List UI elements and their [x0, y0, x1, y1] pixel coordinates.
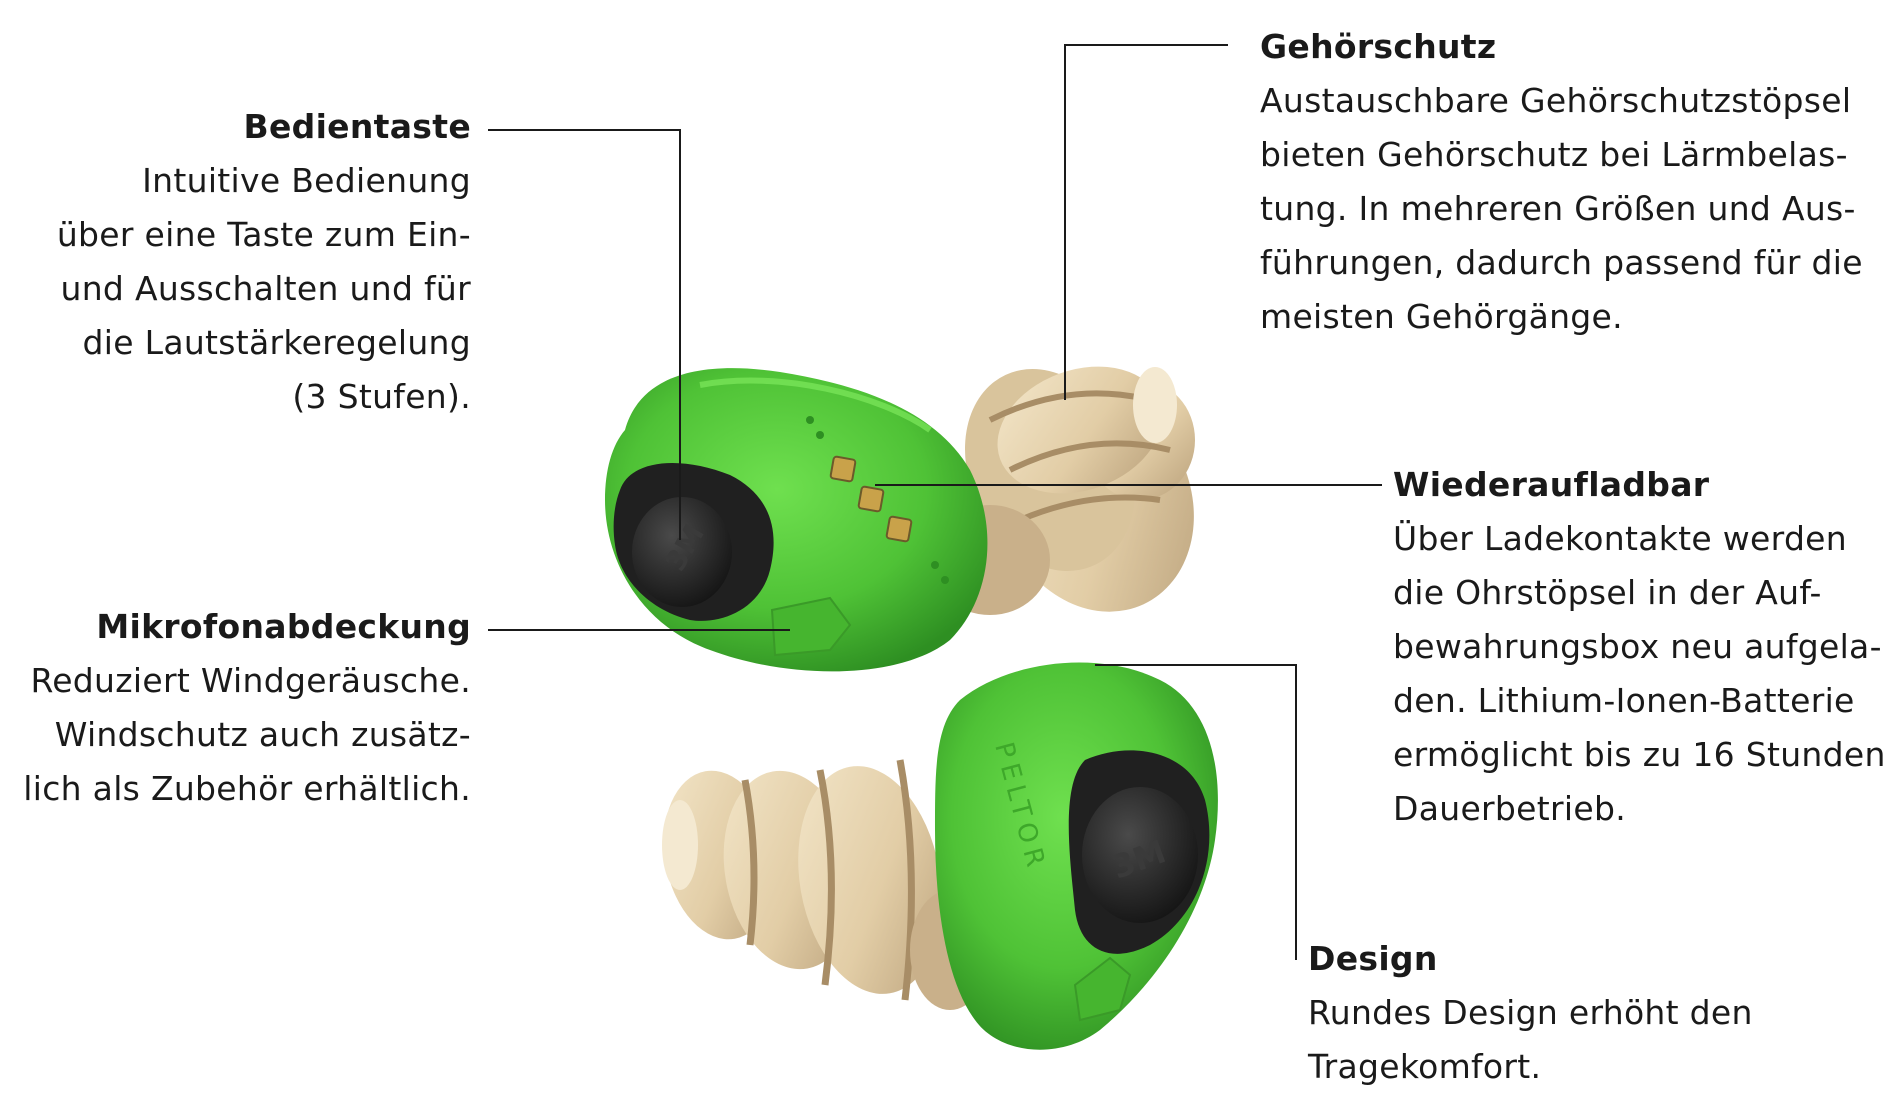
- callout-text: Rundes Design erhöht den: [1308, 993, 1753, 1032]
- callout-text: lich als Zubehör erhältlich.: [23, 769, 471, 808]
- callout-text: Dauerbetrieb.: [1393, 789, 1626, 828]
- leader-gehoerschutz: [1064, 44, 1228, 400]
- leader-lines: [488, 44, 1382, 960]
- callout-mikrofonabdeckung: Mikrofonabdeckung Reduziert Windgeräusch…: [23, 600, 471, 816]
- callout-gehoerschutz: Gehörschutz Austauschbare Gehörschutzstö…: [1260, 20, 1863, 344]
- leader-design: [1095, 664, 1297, 960]
- callout-text: und Ausschalten und für: [60, 269, 471, 308]
- callout-title: Bedientaste: [243, 107, 471, 146]
- callout-text: führungen, dadurch passend für die: [1260, 243, 1863, 282]
- callout-text: bieten Gehörschutz bei Lärmbelas-: [1260, 135, 1848, 174]
- callout-bedientaste: Bedientaste Intuitive Bedienung über ein…: [57, 100, 471, 424]
- microphone-cover-bottom: [1073, 956, 1132, 1022]
- callout-title: Wiederaufladbar: [1393, 465, 1710, 504]
- callout-text: über eine Taste zum Ein-: [56, 215, 471, 254]
- callout-text: tung. In mehreren Größen und Aus-: [1260, 189, 1856, 228]
- callout-text: meisten Gehörgänge.: [1260, 297, 1623, 336]
- callout-title: Design: [1308, 939, 1438, 978]
- earplug-bottom: PELTOR 3M: [662, 662, 1218, 1050]
- callout-text: Tragekomfort.: [1308, 1047, 1542, 1086]
- callout-title: Mikrofonabdeckung: [96, 607, 471, 646]
- callout-text: den. Lithium-Ionen-Batterie: [1393, 681, 1855, 720]
- callout-text: bewahrungsbox neu aufgela-: [1393, 627, 1882, 666]
- leader-bedientaste: [488, 129, 681, 540]
- microphone-cover-top: [770, 596, 852, 657]
- callout-title: Gehörschutz: [1260, 27, 1497, 66]
- callout-text: Über Ladekontakte werden: [1393, 519, 1848, 558]
- callout-text: Austauschbare Gehörschutzstöpsel: [1260, 81, 1852, 120]
- charging-contacts: [829, 455, 913, 543]
- callout-text: Intuitive Bedienung: [142, 161, 471, 200]
- callout-wiederaufladbar: Wiederaufladbar Über Ladekontakte werden…: [1393, 458, 1886, 836]
- callout-text: Reduziert Windgeräusche.: [30, 661, 471, 700]
- callout-text: die Ohrstöpsel in der Auf-: [1393, 573, 1822, 612]
- callout-text: die Lautstärkeregelung: [82, 323, 471, 362]
- callout-design: Design Rundes Design erhöht den Tragekom…: [1308, 932, 1753, 1094]
- callout-text: Windschutz auch zusätz-: [54, 715, 471, 754]
- ear-tip-bottom: [662, 759, 990, 1010]
- callout-text: ermöglicht bis zu 16 Stunden: [1393, 735, 1886, 774]
- callout-text: (3 Stufen).: [292, 377, 471, 416]
- earplug-top: 3M: [605, 366, 1195, 672]
